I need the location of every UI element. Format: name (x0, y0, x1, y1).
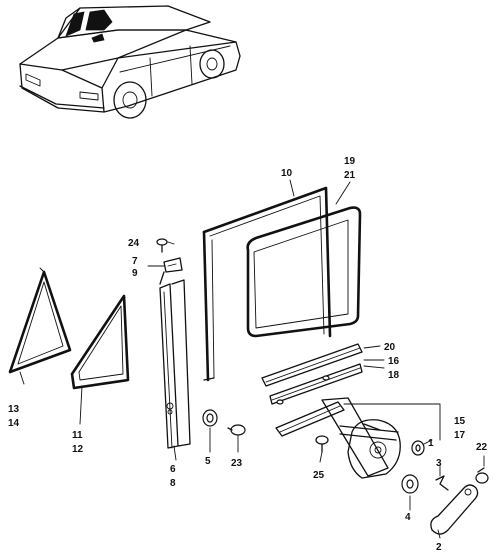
clip-3-icon (435, 475, 449, 491)
window-regulator (275, 397, 401, 479)
car-illustration (19, 5, 241, 119)
washer-1-icon (411, 440, 425, 456)
quarter-weatherstrip (8, 267, 72, 374)
spacer-4-icon (401, 474, 419, 494)
sash-channel-20 (261, 343, 363, 387)
callout-7: 7 (132, 256, 138, 267)
callout-21: 21 (344, 170, 356, 181)
bolt-25-icon (315, 435, 329, 453)
callout-23: 23 (231, 458, 243, 469)
highlighted-window-icon (65, 11, 85, 37)
callout-16: 16 (388, 356, 400, 367)
callout-12: 12 (72, 444, 84, 455)
run-channel (202, 186, 332, 382)
callout-3: 3 (436, 458, 442, 469)
bolt-23-icon (227, 424, 246, 436)
callout-11: 11 (72, 430, 83, 441)
knob-22-icon (475, 467, 489, 484)
callout-22: 22 (476, 442, 488, 453)
callout-2: 2 (436, 542, 442, 553)
callout-9: 9 (132, 268, 138, 279)
callout-4: 4 (405, 512, 411, 523)
callout-18: 18 (388, 370, 400, 381)
callout-1: 1 (428, 438, 434, 449)
grommet-5-icon (202, 409, 218, 427)
quarter-glass (70, 294, 130, 390)
regulator-handle (430, 484, 479, 535)
screw-24-icon (156, 238, 168, 253)
callout-25: 25 (313, 470, 325, 481)
callout-15: 15 (454, 416, 466, 427)
callout-6: 6 (170, 464, 176, 475)
glass-sash (269, 363, 363, 405)
callout-8: 8 (170, 478, 176, 489)
callout-24: 24 (128, 238, 140, 249)
callout-14: 14 (8, 418, 20, 429)
callout-labels: 10 19 21 24 7 9 13 14 11 12 6 8 5 23 25 … (8, 156, 488, 553)
leader-lines (19, 179, 485, 539)
channel-clip (159, 257, 183, 285)
callout-5: 5 (205, 456, 211, 467)
door-glass (246, 206, 362, 338)
callout-20: 20 (384, 342, 396, 353)
division-channel (159, 279, 191, 449)
callout-19: 19 (344, 156, 356, 167)
callout-13: 13 (8, 404, 20, 415)
callout-10: 10 (281, 168, 293, 179)
callout-17: 17 (454, 430, 466, 441)
